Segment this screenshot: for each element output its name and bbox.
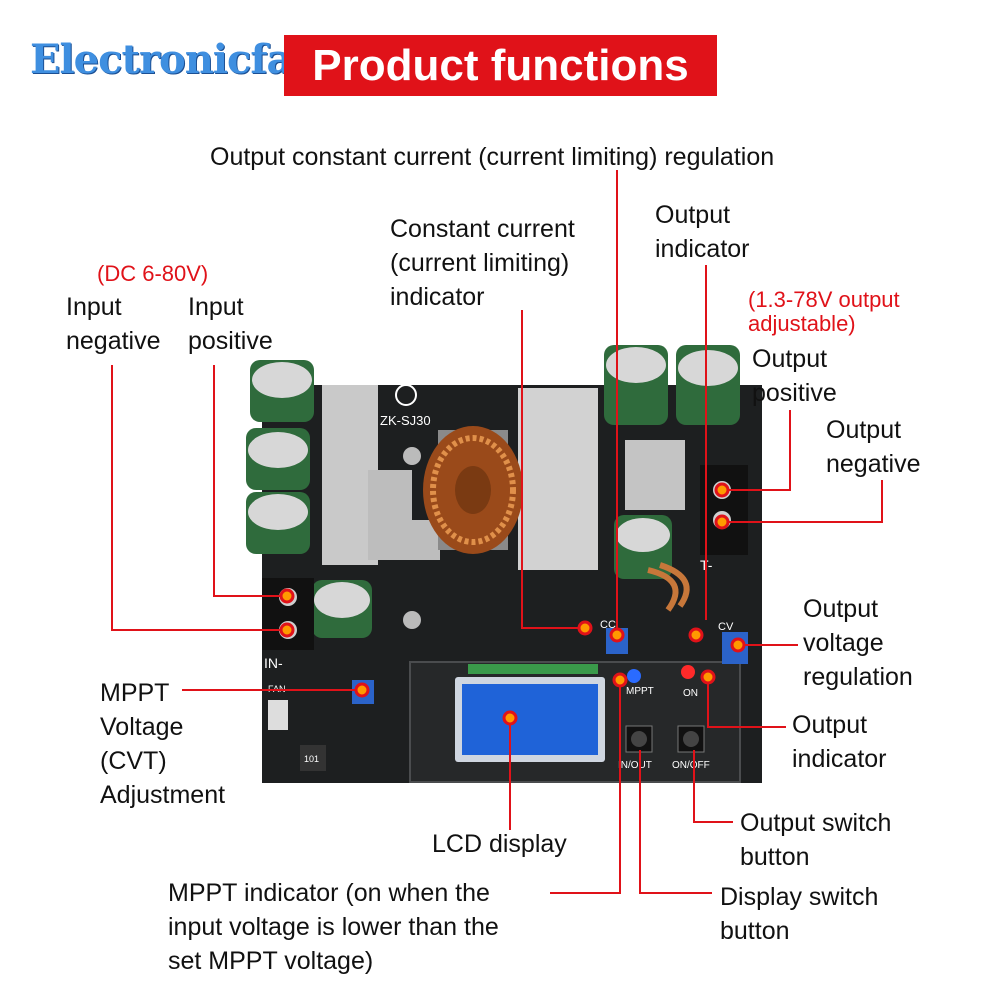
board-mark-in-out: IN/OUT	[618, 760, 652, 771]
copper-pad-lower	[368, 470, 440, 560]
label-input-range: (DC 6-80V)	[97, 261, 209, 286]
mount-screw-1	[403, 447, 421, 465]
board-mark-101: 101	[304, 754, 319, 764]
label-output-indicator-right: Output indicator	[792, 711, 887, 773]
marker-cv-led	[688, 627, 704, 643]
label-mppt-indicator: MPPT indicator (on when the input voltag…	[168, 879, 499, 975]
label-output-positive: Output positive	[752, 345, 837, 407]
marker-output-positive	[714, 482, 730, 498]
smd-inductor	[300, 745, 326, 771]
on-led	[681, 665, 695, 679]
display-switch-button-cap	[631, 731, 647, 747]
marker-mppt-pot	[354, 682, 370, 698]
mount-screw-2	[403, 611, 421, 629]
copper-pad-right	[625, 440, 685, 510]
label-input-positive: Input positive	[188, 293, 273, 355]
output-terminal	[700, 465, 748, 555]
marker-output-negative	[714, 514, 730, 530]
label-mppt-adjust: MPPT Voltage (CVT) Adjustment	[100, 679, 226, 809]
fan-connector	[268, 700, 288, 730]
label-display-switch: Display switch button	[720, 883, 879, 945]
board-logo-icon	[395, 384, 417, 406]
title-banner: Product functions	[284, 35, 717, 96]
output-capacitors	[604, 345, 740, 579]
lcd-pins	[468, 664, 598, 674]
marker-input-positive	[279, 588, 295, 604]
label-input-negative: Input negative	[66, 293, 161, 355]
marker-input-negative	[279, 622, 295, 638]
board-mark-cc: CC	[600, 619, 616, 631]
display-switch-button-part	[625, 725, 653, 753]
board-mark-in: IN-	[264, 655, 283, 671]
lcd-display	[455, 677, 605, 762]
marker-lcd	[502, 710, 518, 726]
label-output-range: (1.3-78V output adjustable)	[748, 287, 900, 336]
label-voltage-regulation: Output voltage regulation	[803, 595, 913, 691]
copper-pad-center	[518, 388, 598, 570]
copper-shunt	[647, 562, 690, 612]
marker-cv-pot	[730, 637, 746, 653]
label-cc-regulation: Output constant current (current limitin…	[210, 143, 775, 171]
copper-pad-left	[322, 385, 378, 565]
output-switch-button-cap	[683, 731, 699, 747]
label-output-indicator-top: Output indicator	[655, 201, 750, 263]
mppt-led	[627, 669, 641, 683]
board-model: ZK-SJ30	[380, 413, 431, 428]
board-mark-mppt: MPPT	[626, 686, 654, 697]
marker-on-led	[700, 669, 716, 685]
label-lcd: LCD display	[432, 830, 567, 858]
toroid-inductor	[423, 426, 523, 554]
input-capacitors	[246, 360, 372, 638]
label-output-switch: Output switch button	[740, 809, 892, 871]
board-mark-on-off: ON/OFF	[672, 760, 710, 771]
board-mark-on: ON	[683, 688, 698, 699]
marker-cc-pot	[609, 627, 625, 643]
label-output-negative: Output negative	[826, 416, 921, 478]
label-cc-indicator: Constant current (current limiting) indi…	[390, 215, 575, 311]
marker-cc-led	[577, 620, 593, 636]
board-mark-cv: CV	[718, 621, 734, 633]
marker-mppt-led	[612, 672, 628, 688]
